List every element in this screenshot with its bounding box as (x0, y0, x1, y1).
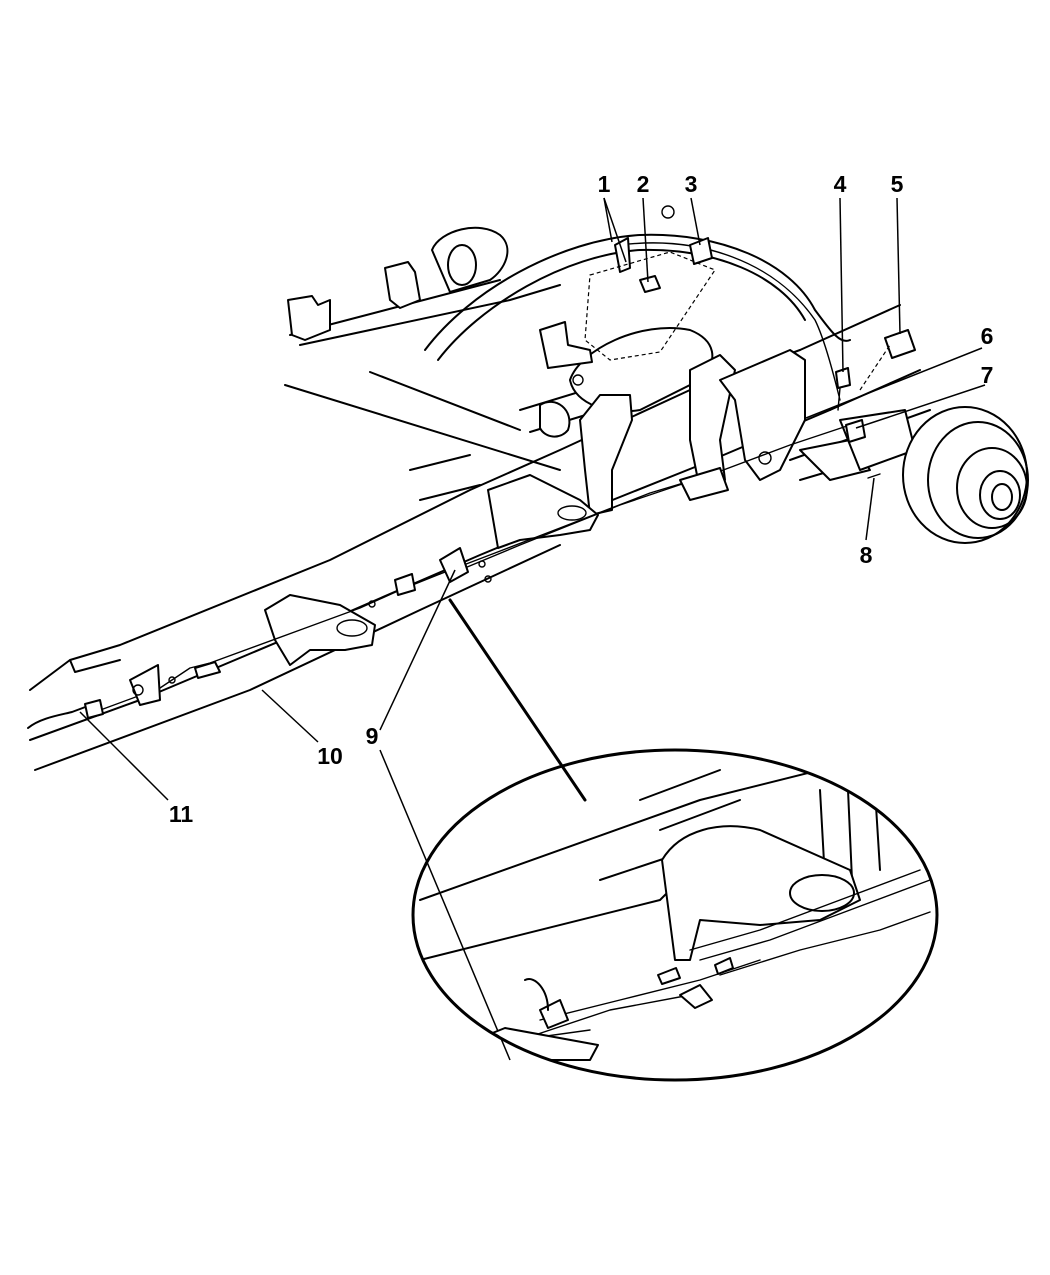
detail-view (411, 748, 939, 1082)
callout-3: 3 (685, 171, 698, 197)
callout-5: 5 (891, 171, 904, 197)
callout-7: 7 (981, 362, 994, 388)
callout-1: 1 (598, 171, 611, 197)
brake-drum (902, 406, 1029, 544)
callout-leaders (79, 197, 986, 1061)
parking-brake-cables (27, 424, 851, 729)
detail-view-connector (448, 598, 587, 802)
frame-brackets (264, 474, 599, 666)
callout-6: 6 (981, 323, 994, 349)
callout-2: 2 (637, 171, 650, 197)
callout-10: 10 (317, 743, 343, 769)
rear-crossmember (287, 226, 509, 341)
callout-9: 9 (366, 723, 379, 749)
callout-11: 11 (169, 801, 194, 827)
callout-8: 8 (860, 542, 873, 568)
callout-4: 4 (834, 171, 847, 197)
wheel-housing (424, 233, 851, 401)
callout-labels: 1 2 3 4 5 6 7 8 9 10 11 (169, 171, 994, 827)
